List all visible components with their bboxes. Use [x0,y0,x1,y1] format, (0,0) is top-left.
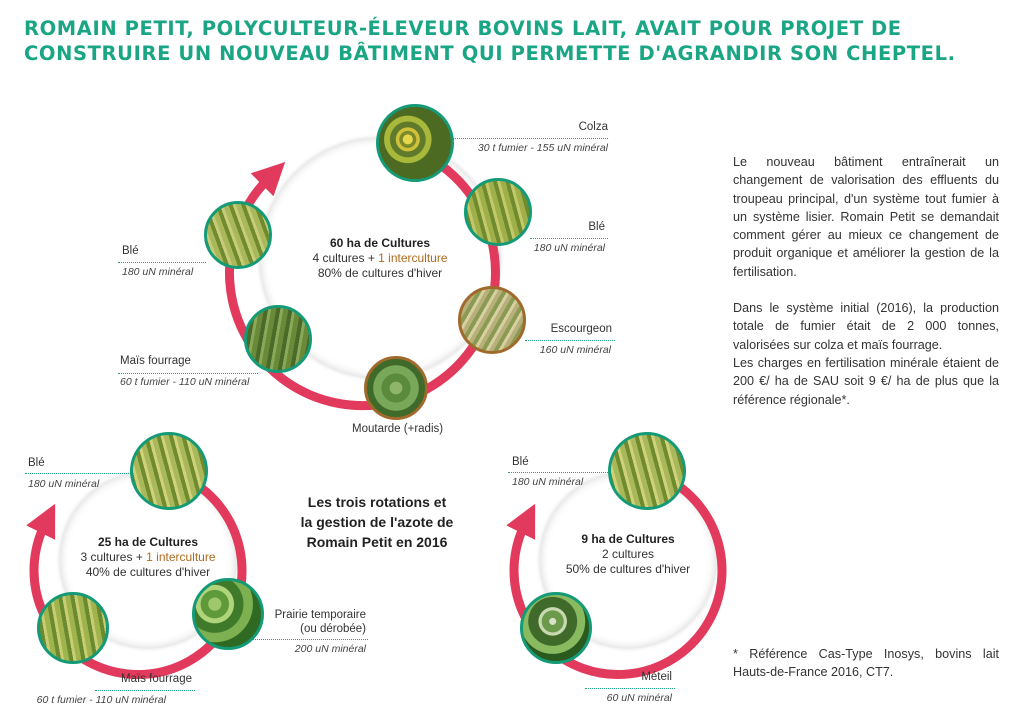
crop-detail-escourgeon: 160 uN minéral [539,344,611,356]
leader-mais-r2 [95,690,195,691]
side-paragraph-3: Les charges en fertilisation minérale ét… [733,355,999,407]
crop-detail-meteil: 60 uN minéral [606,692,672,704]
rotation-2-interculture: 1 interculture [146,550,216,564]
side-paragraph-1: Le nouveau bâtiment entraînerait un chan… [733,155,999,279]
crop-label-mais-r1: Maïs fourrage [120,355,191,367]
leader-meteil [585,688,675,689]
leader-escourgeon [525,340,615,341]
moutarde-photo [364,356,428,420]
crop-detail-mais-r1: 60 t fumier - 110 uN minéral [120,376,250,388]
ble-photo-r1-left [204,201,272,269]
colza-photo [376,104,454,182]
mais-photo-r2 [37,592,109,664]
leader-ble-r1-left [118,262,206,263]
footnote: * Référence Cas-Type Inosys, bovins lait… [733,647,999,680]
crop-label-colza: Colza [578,121,608,133]
leader-ble-r2 [25,473,135,474]
rotation-3-winter: 50% de cultures d'hiver [565,562,691,576]
rotation-3-arrow [506,462,727,680]
rotation-2-arrow [26,462,247,680]
crop-label-ble-r3: Blé [512,456,529,468]
crop-detail-prairie: 200 uN minéral [294,643,366,655]
crop-detail-mais-r2: 60 t fumier - 110 uN minéral [36,694,166,706]
ble-photo-r3 [608,432,686,510]
rotations-caption: Les trois rotations et la gestion de l'a… [262,492,492,552]
crop-label-ble-r1-left: Blé [122,245,139,257]
rotation-2-cultures-line: 3 cultures + 1 interculture [68,550,228,565]
leader-colza [448,138,608,139]
rotation-2-cultures: 3 cultures + [80,550,147,564]
meteil-photo [520,592,592,664]
crop-detail-ble-r2: 180 uN minéral [28,478,100,490]
ble-photo-r2 [130,432,208,510]
leader-mais-r1 [118,373,258,374]
crop-label-escourgeon: Escourgeon [550,323,612,335]
rotation-1-interculture: 1 interculture [378,251,448,265]
rotation-3-heading: 9 ha de Cultures [581,532,675,546]
rotation-3-center: 9 ha de Cultures 2 cultures 50% de cultu… [548,532,708,577]
crop-label-meteil: Méteil [641,671,672,683]
side-paragraph-2: Dans le système initial (2016), la produ… [733,301,999,352]
rotation-1-cultures-line: 4 cultures + 1 interculture [290,251,470,266]
leader-ble-r3 [508,472,610,473]
rotation-1-center: 60 ha de Cultures 4 cultures + 1 intercu… [290,236,470,281]
side-text: Le nouveau bâtiment entraînerait un chan… [733,153,999,427]
rotation-1-winter: 80% de cultures d'hiver [317,266,443,280]
page-title: ROMAIN PETIT, POLYCULTEUR-ÉLEVEUR BOVINS… [24,16,1004,66]
escourgeon-photo [458,286,526,354]
crop-label-prairie-line1: Prairie temporaire [274,609,366,621]
ble-photo-r1 [464,178,532,246]
caption-line-1: Les trois rotations et [307,494,447,510]
crop-detail-ble-r1-left: 180 uN minéral [122,266,194,278]
crop-label-mais-r2: Maïs fourrage [121,673,192,685]
rotation-1-heading: 60 ha de Cultures [329,236,431,250]
prairie-photo [192,578,264,650]
crop-label-prairie-line2: (ou dérobée) [300,623,366,635]
crop-detail-colza: 30 t fumier - 155 uN minéral [477,142,608,154]
crop-label-ble-r1: Blé [588,221,605,233]
caption-line-3: Romain Petit en 2016 [306,534,448,550]
rotation-2-winter: 40% de cultures d'hiver [85,565,211,579]
leader-ble-r1 [530,238,608,239]
crop-label-moutarde: Moutarde (+radis) [352,423,444,435]
rotation-2-heading: 25 ha de Cultures [97,535,199,549]
crop-detail-ble-r3: 180 uN minéral [512,476,584,488]
rotation-2-center: 25 ha de Cultures 3 cultures + 1 intercu… [68,535,228,580]
rotation-1-cultures: 4 cultures + [312,251,379,265]
title-line-2: CONSTRUIRE UN NOUVEAU BÂTIMENT QUI PERME… [24,42,956,65]
title-line-1: ROMAIN PETIT, POLYCULTEUR-ÉLEVEUR BOVINS… [24,17,902,40]
crop-label-ble-r2: Blé [28,457,45,469]
rotation-3-cultures: 2 cultures [601,547,655,561]
crop-detail-ble-r1: 180 uN minéral [533,242,605,254]
caption-line-2: la gestion de l'azote de [300,514,454,530]
leader-prairie [250,639,368,640]
mais-photo-r1 [244,305,312,373]
